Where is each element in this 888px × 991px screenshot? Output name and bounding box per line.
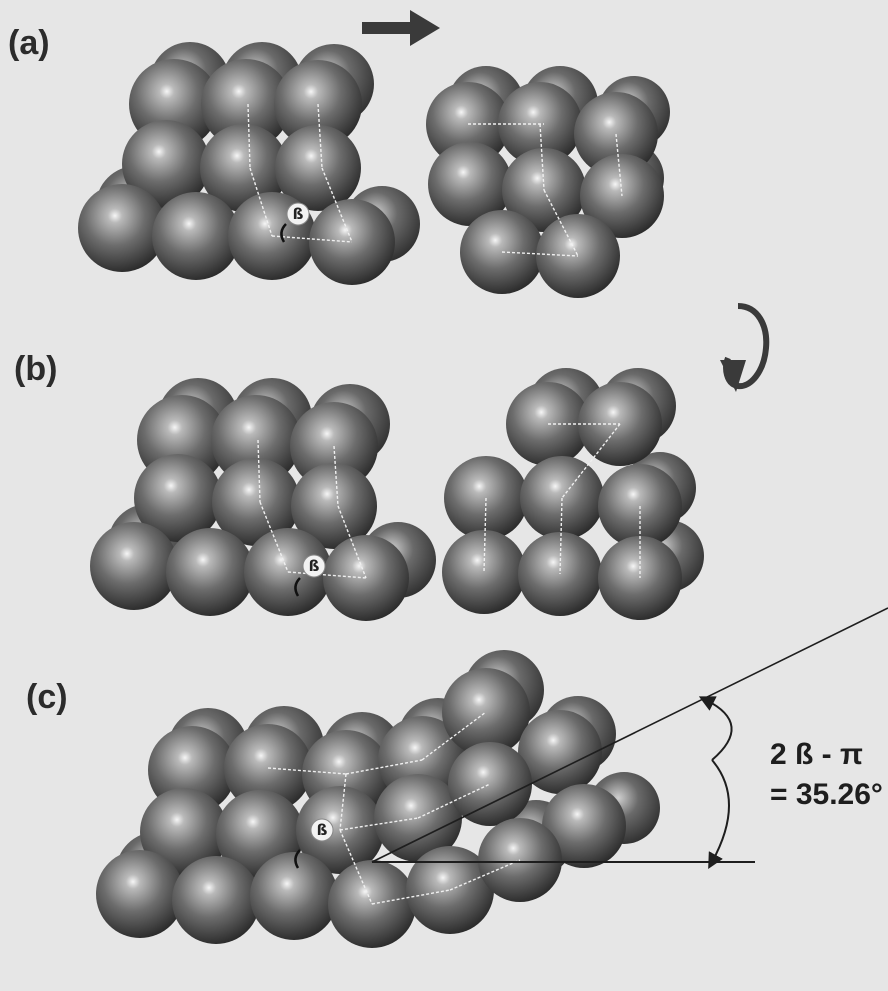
panel-label-c: (c) (26, 678, 68, 717)
panel-c-sphere (250, 852, 338, 940)
angle-formula-line1: 2 ß - π (770, 735, 888, 775)
rotation-arrow-icon (720, 306, 766, 392)
beta-label-a: ß (293, 205, 304, 223)
panel-c-sphere (172, 856, 260, 944)
right-arrow-icon (362, 10, 440, 46)
panel-a-left-sphere (152, 192, 240, 280)
panel-label-a: (a) (8, 24, 50, 63)
panel-label-b: (b) (14, 350, 57, 389)
beta-label-c: ß (317, 821, 328, 839)
panel-c-sphere (96, 850, 184, 938)
panel-b-left-sphere (166, 528, 254, 616)
angle-formula: 2 ß - π = 35.26° (770, 735, 888, 815)
panel-b-left-sphere (90, 522, 178, 610)
beta-label-b: ß (309, 557, 320, 575)
angle-formula-line2: = 35.26° (770, 775, 888, 815)
sphere-layer (78, 42, 704, 948)
